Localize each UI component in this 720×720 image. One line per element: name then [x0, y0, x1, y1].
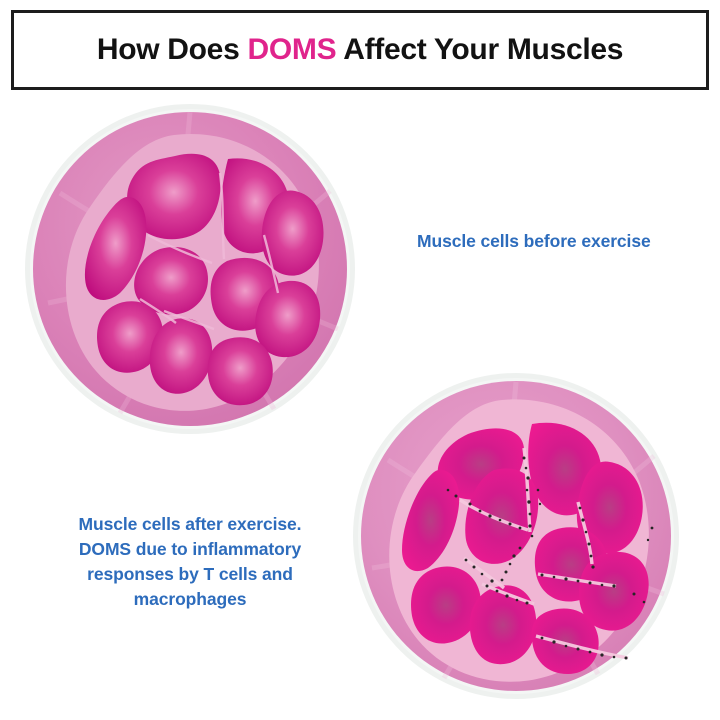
- damaged-fiber: [579, 551, 649, 631]
- muscle-fiber: [96, 301, 163, 373]
- diagram-muscle-cells-before: [24, 103, 356, 435]
- immune-cell-speckles: [446, 456, 654, 660]
- damaged-fiber: [469, 585, 537, 665]
- muscle-fiber: [255, 280, 321, 358]
- title-box: How Does DOMS Affect Your Muscles: [11, 10, 709, 90]
- muscle-fiber: [207, 337, 273, 406]
- damaged-fiber: [411, 566, 481, 644]
- caption-before-line-1: Muscle cells before exercise: [417, 231, 651, 251]
- caption-muscle-cells-after: Muscle cells after exercise. DOMS due to…: [42, 512, 338, 611]
- muscle-fiber: [134, 247, 208, 315]
- title-part-2: Affect Your Muscles: [336, 33, 624, 66]
- damaged-fiber: [576, 461, 643, 554]
- muscle-fiber: [84, 196, 147, 300]
- damaged-fiber-group: [402, 422, 649, 674]
- damaged-fiber: [465, 468, 539, 564]
- damaged-fiber: [402, 469, 460, 572]
- page-title: How Does DOMS Affect Your Muscles: [96, 33, 624, 67]
- caption-after-line-3: responses by T cells and: [87, 563, 293, 584]
- diagram-muscle-cells-after: [352, 372, 680, 700]
- fiber-separations: [139, 172, 280, 331]
- caption-after-line-2: DOMS due to inflammatory: [78, 538, 302, 559]
- muscle-fiber: [149, 318, 213, 394]
- caption-after-line-4: macrophages: [133, 588, 247, 609]
- muscle-fiber-group: [84, 153, 324, 406]
- muscle-fiber: [127, 153, 221, 240]
- caption-muscle-cells-before: Muscle cells before exercise: [417, 229, 679, 254]
- muscle-fiber: [261, 190, 324, 276]
- title-highlight-doms: DOMS: [247, 33, 337, 66]
- title-part-1: How Does: [96, 33, 248, 66]
- damaged-fiber: [531, 608, 599, 674]
- caption-after-line-1: Muscle cells after exercise.: [78, 514, 302, 534]
